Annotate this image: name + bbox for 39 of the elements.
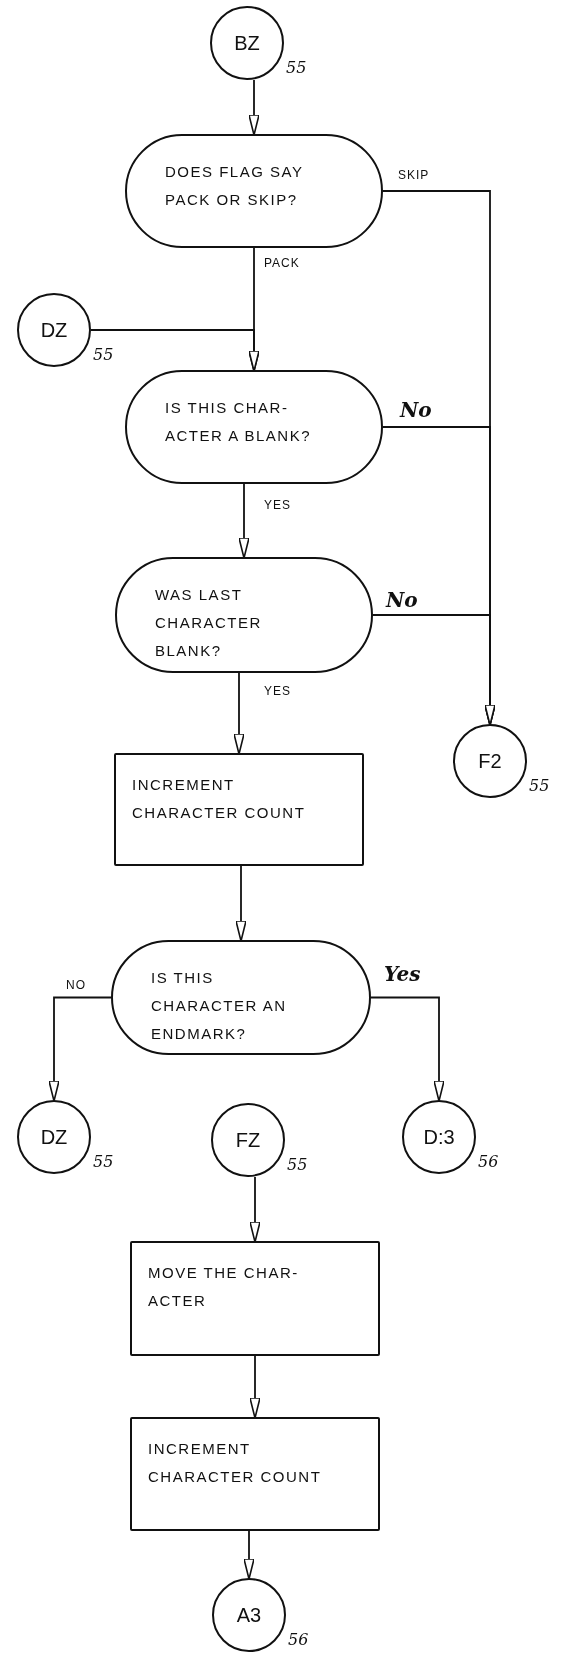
- page-reference: 55: [529, 776, 550, 795]
- node-text: INCREMENT CHARACTER COUNT: [132, 775, 307, 823]
- page-reference: 56: [288, 1630, 309, 1649]
- page-reference: 55: [93, 1152, 114, 1171]
- node-text: MOVE THE CHAR- ACTER: [148, 1263, 300, 1311]
- arrow: [238, 483, 250, 559]
- node-text: F2: [478, 751, 502, 771]
- process-box: [114, 753, 364, 866]
- edge-label: PACK: [262, 256, 302, 270]
- edge-label: NO: [64, 978, 88, 992]
- arrow: [233, 672, 245, 755]
- node-text: IS THIS CHAR- ACTER A BLANK?: [165, 398, 313, 446]
- process-box: [130, 1241, 380, 1356]
- node-text: BZ: [234, 33, 260, 53]
- arrow: [243, 1530, 255, 1580]
- node-text: DZ: [40, 1127, 68, 1147]
- arrow: [249, 1176, 261, 1243]
- node-text: DZ: [40, 320, 68, 340]
- arrow: [48, 996, 112, 1102]
- node-text: WAS LAST CHARACTER BLANK?: [155, 585, 263, 661]
- arrow: [90, 329, 260, 372]
- page-reference: 56: [478, 1152, 499, 1171]
- node-text: INCREMENT CHARACTER COUNT: [148, 1439, 323, 1487]
- node-text: A3: [236, 1605, 262, 1625]
- node-text: FZ: [235, 1130, 261, 1150]
- node-text: DOES FLAG SAY PACK OR SKIP?: [165, 162, 305, 210]
- page-reference: 55: [286, 58, 307, 77]
- arrow: [248, 79, 260, 136]
- page-reference: 55: [93, 345, 114, 364]
- edge-label: YES: [262, 684, 293, 698]
- node-text: IS THIS CHARACTER AN ENDMARK?: [151, 968, 288, 1044]
- arrow: [235, 865, 247, 942]
- arrow: [249, 1355, 261, 1419]
- edge-label: YES: [262, 498, 293, 512]
- process-box: [130, 1417, 380, 1531]
- node-text: D:3: [423, 1127, 455, 1147]
- arrow: [370, 996, 445, 1102]
- arrow: [372, 614, 496, 726]
- page-reference: 55: [287, 1155, 308, 1174]
